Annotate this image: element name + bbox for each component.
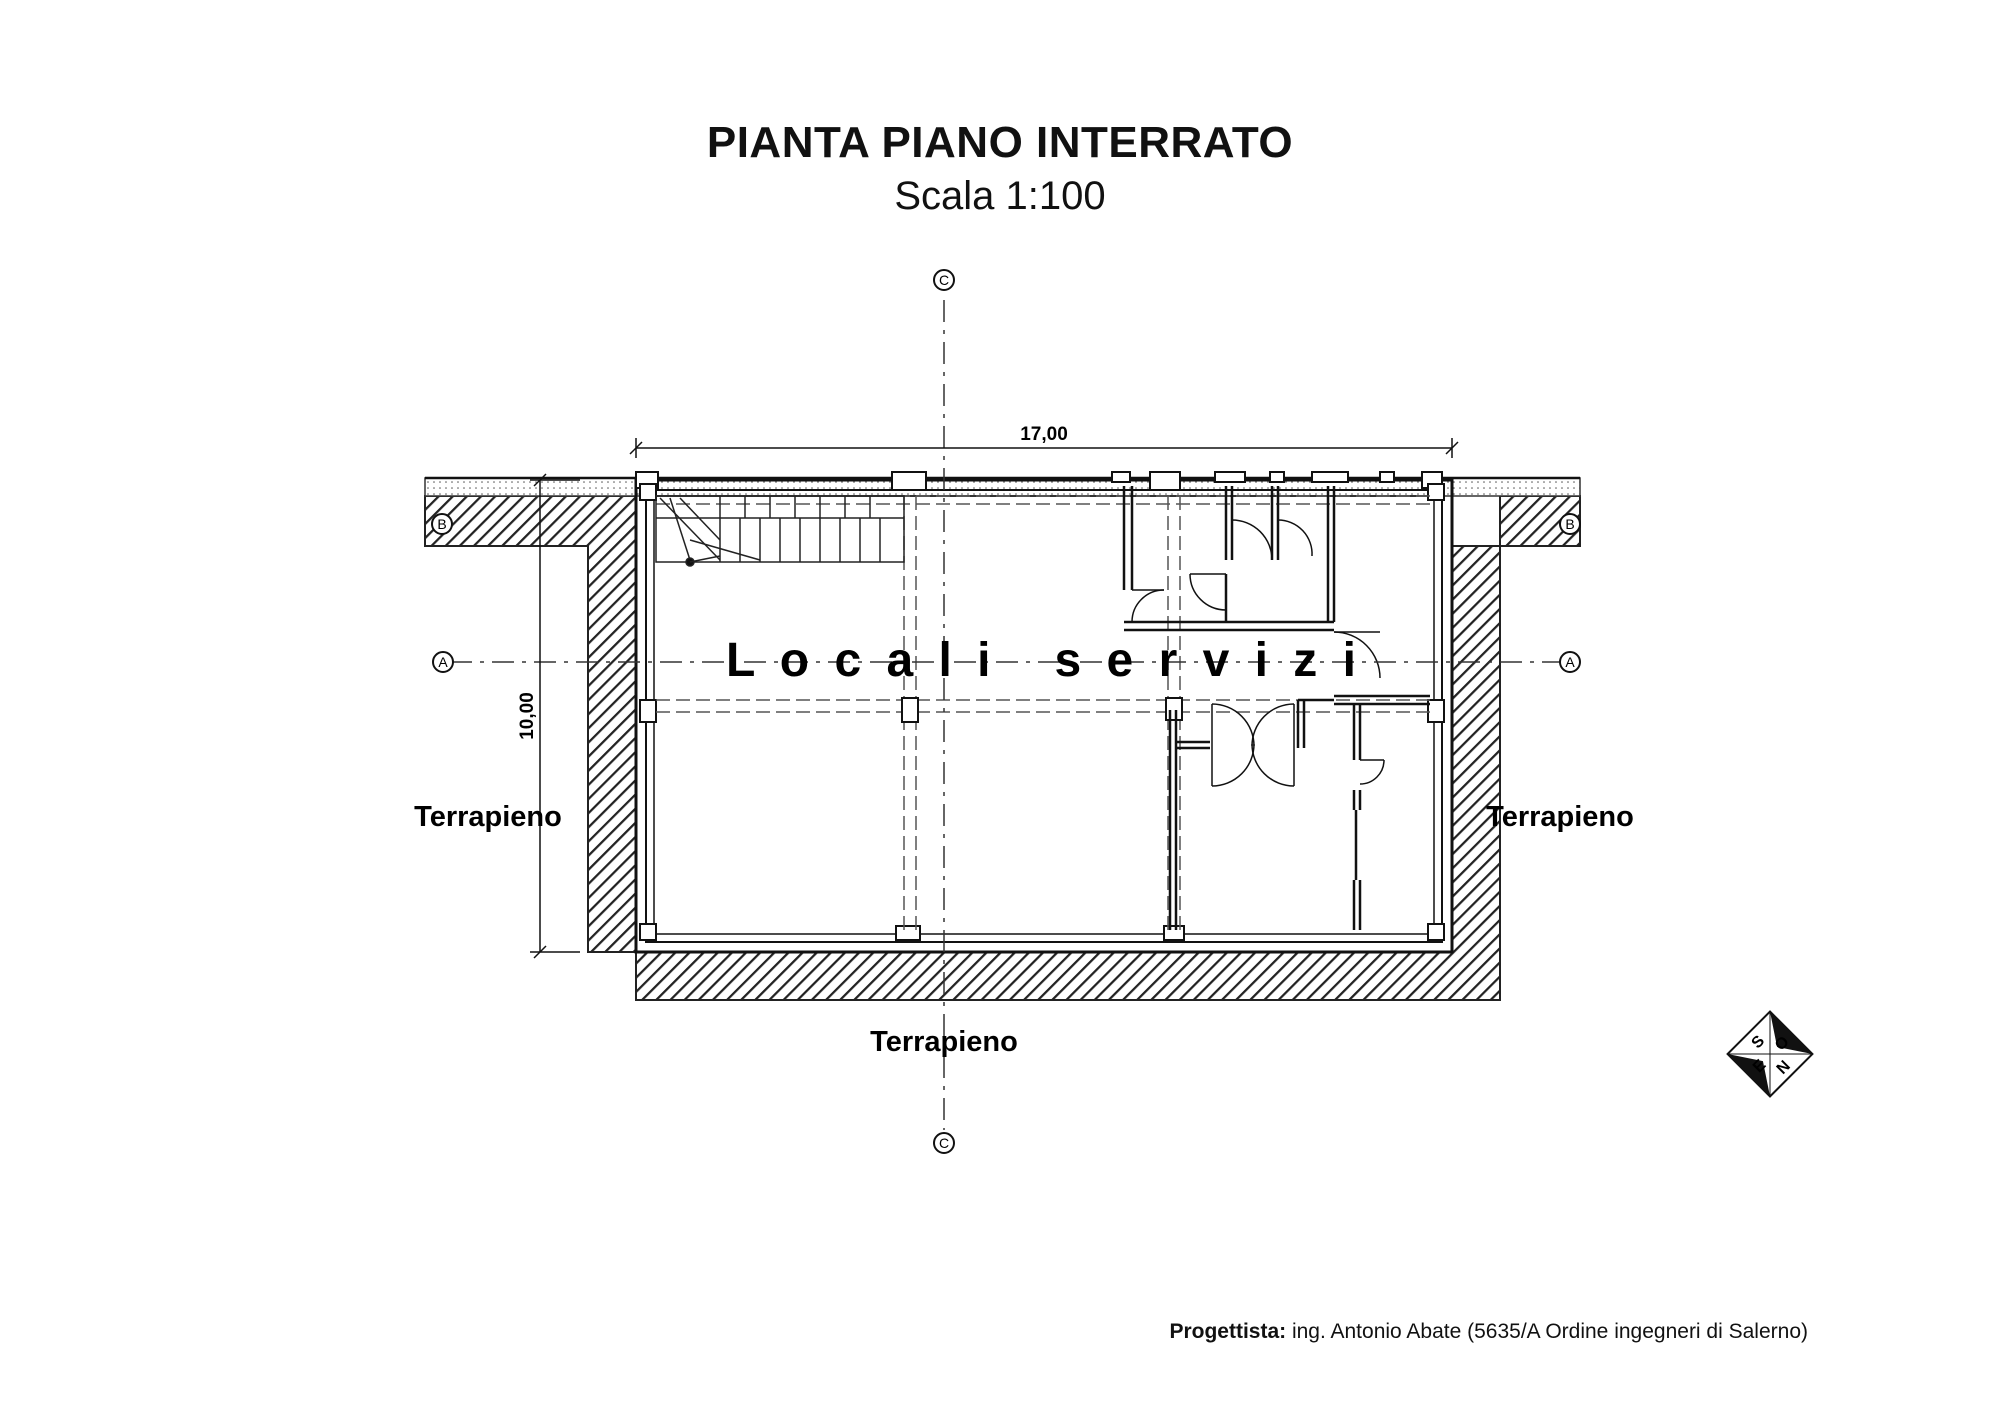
dimension-width-label: 17,00 bbox=[1020, 424, 1068, 445]
designer-credit: Progettista: ing. Antonio Abate (5635/A … bbox=[1169, 1320, 1808, 1344]
svg-text:A: A bbox=[438, 654, 448, 670]
dimension-lines bbox=[530, 438, 1459, 959]
section-marker-c-bottom: C bbox=[933, 1132, 955, 1154]
compass-icon: S N E O bbox=[1726, 1010, 1814, 1098]
dimension-height-label: 10,00 bbox=[517, 692, 538, 740]
svg-text:A: A bbox=[1565, 654, 1575, 670]
beam-lines bbox=[656, 495, 1430, 930]
section-markers: C C A A B B bbox=[431, 269, 1581, 1154]
credit-text: ing. Antonio Abate (5635/A Ordine ingegn… bbox=[1286, 1320, 1808, 1343]
terrain-label-bottom: Terrapieno bbox=[870, 1026, 1018, 1058]
doors bbox=[1131, 519, 1385, 787]
svg-text:B: B bbox=[1565, 516, 1574, 532]
terrain-label-left: Terrapieno bbox=[414, 801, 562, 833]
staircase bbox=[655, 495, 905, 567]
section-axes bbox=[450, 300, 1560, 1130]
room-label: L o c a l i s e r v i z i bbox=[726, 634, 1362, 687]
section-marker-c-top: C bbox=[933, 269, 955, 291]
section-marker-b-left: B bbox=[431, 513, 453, 535]
section-marker-b-right: B bbox=[1559, 513, 1581, 535]
svg-text:C: C bbox=[939, 272, 949, 288]
svg-text:C: C bbox=[939, 1135, 949, 1151]
svg-text:B: B bbox=[437, 516, 446, 532]
scale-subtitle: Scala 1:100 bbox=[894, 174, 1106, 218]
partitions bbox=[1122, 486, 1430, 930]
section-marker-a-right: A bbox=[1559, 651, 1581, 673]
section-marker-a-left: A bbox=[432, 651, 454, 673]
credit-label: Progettista: bbox=[1169, 1320, 1287, 1343]
earth-hatching bbox=[424, 476, 1581, 1001]
terrain-label-right: Terrapieno bbox=[1486, 801, 1634, 833]
page-title: PIANTA PIANO INTERRATO bbox=[706, 118, 1294, 167]
